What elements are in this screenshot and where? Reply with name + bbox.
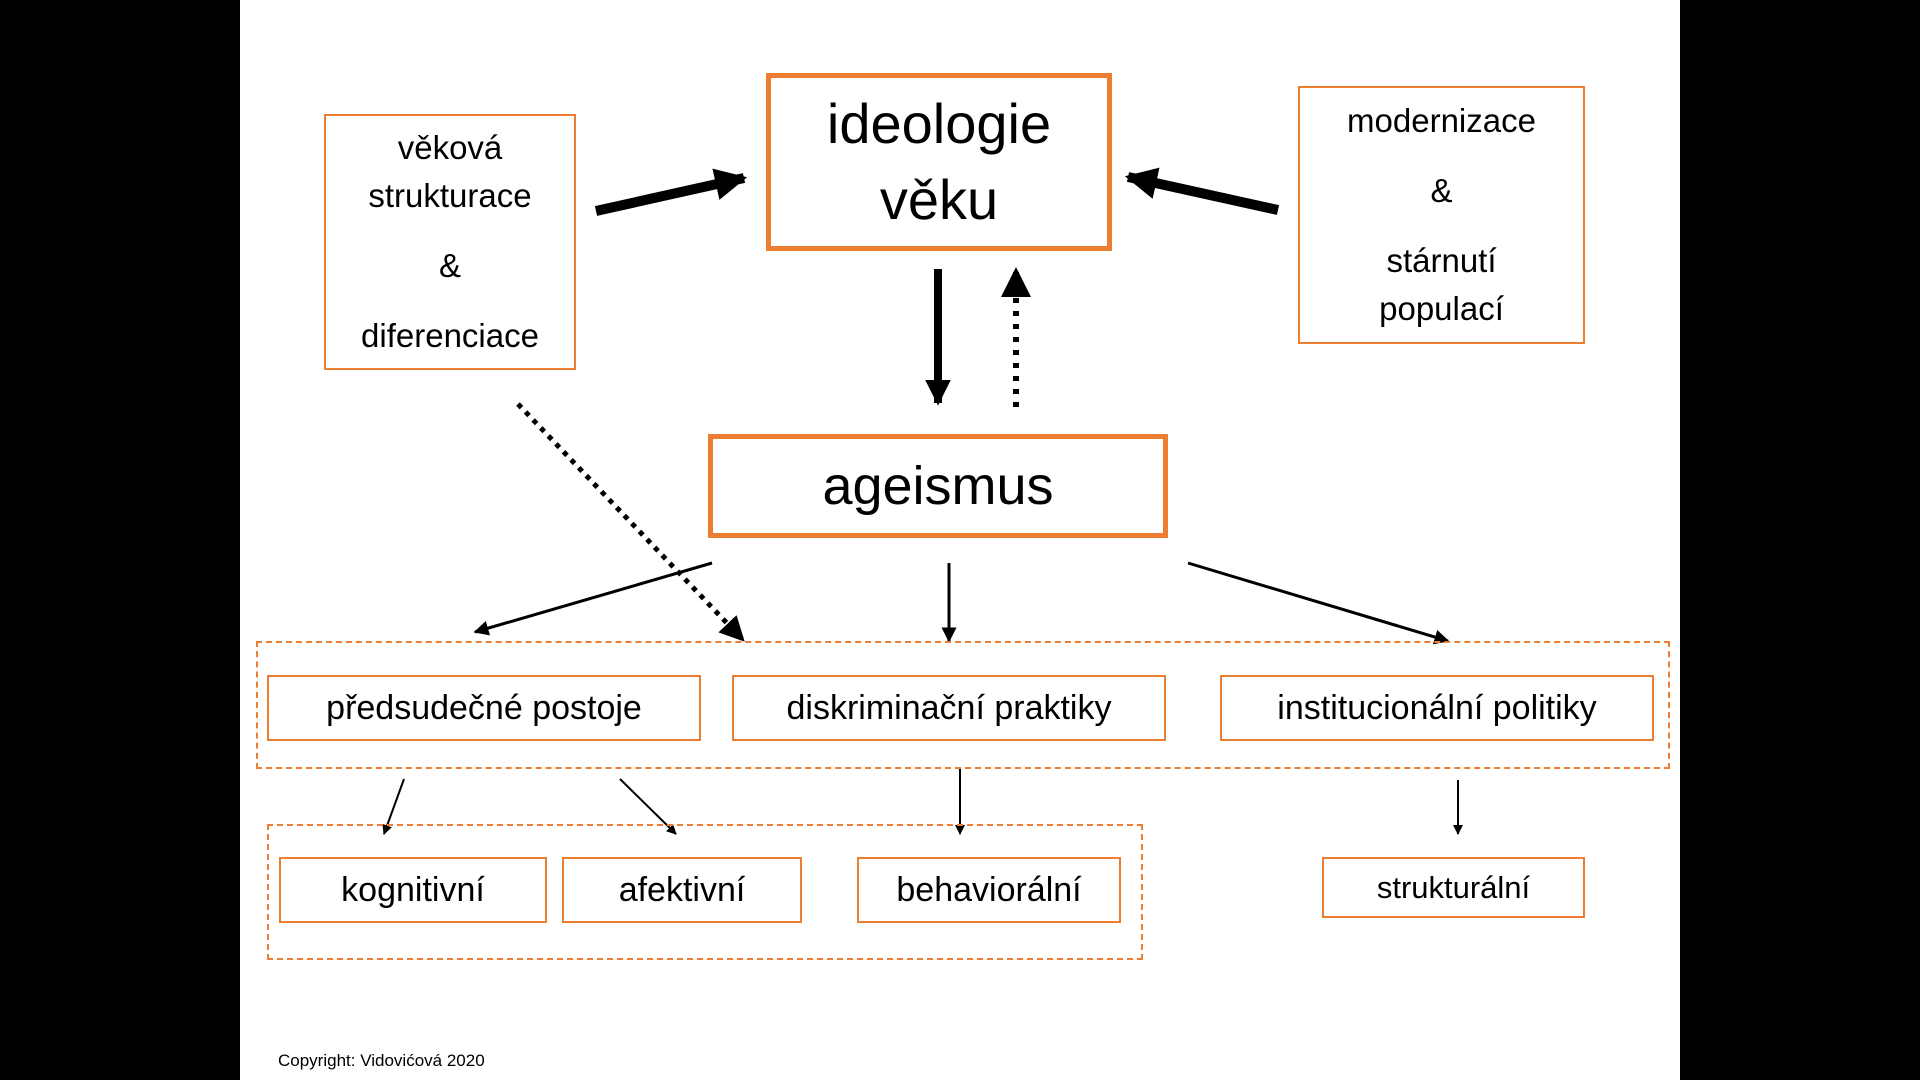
ideology-box: ideologie věku [766,73,1112,251]
affective-box: afektivní [562,857,802,923]
age-structuring-line-4: diferenciace [361,317,539,354]
arrow-ageism-to-institutional [1187,561,1450,645]
arrow-modernization-to-ideology [1124,167,1280,215]
modernization-line-1: modernizace [1347,102,1536,139]
behavioral-box: behaviorální [857,857,1121,923]
ideology-line-1: ideologie [826,92,1052,155]
age-structuring-line-2: strukturace [368,177,532,214]
institutional-box: institucionální politiky [1220,675,1654,741]
modernization-line-4: populací [1379,290,1504,327]
behavioral-label: behaviorální [896,870,1082,909]
attitude-components-group [267,824,1143,960]
structural-box: strukturální [1322,857,1585,918]
cognitive-box: kognitivní [279,857,547,923]
cognitive-label: kognitivní [341,870,485,909]
discrimination-box: diskriminační praktiky [732,675,1166,741]
modernization-box: modernizace & stárnutí populací [1298,86,1585,344]
slide: věková strukturace & diferenciace ideolo… [240,0,1680,1080]
prejudice-box: předsudečné postoje [267,675,701,741]
modernization-line-2: & [1430,172,1453,209]
arrows-layer [382,167,1463,835]
institutional-label: institucionální politiky [1277,688,1597,727]
discrimination-label: diskriminační praktiky [786,688,1112,727]
arrow-ageism-to-prejudice [473,561,713,636]
affective-label: afektivní [618,870,746,909]
modernization-line-3: stárnutí [1386,242,1497,279]
outcomes-group [256,641,1670,769]
structural-label: strukturální [1376,869,1531,905]
arrow-structuring-to-ideology [594,168,748,216]
ageism-box: ageismus [708,434,1168,538]
age-structuring-line-3: & [438,247,461,284]
copyright-text: Copyright: Vidovićová 2020 [278,1051,485,1070]
prejudice-label: předsudečné postoje [326,688,642,727]
age-structuring-box: věková strukturace & diferenciace [324,114,576,370]
ageism-label: ageismus [822,456,1054,516]
ideology-line-2: věku [879,168,999,231]
age-structuring-line-1: věková [397,129,503,166]
